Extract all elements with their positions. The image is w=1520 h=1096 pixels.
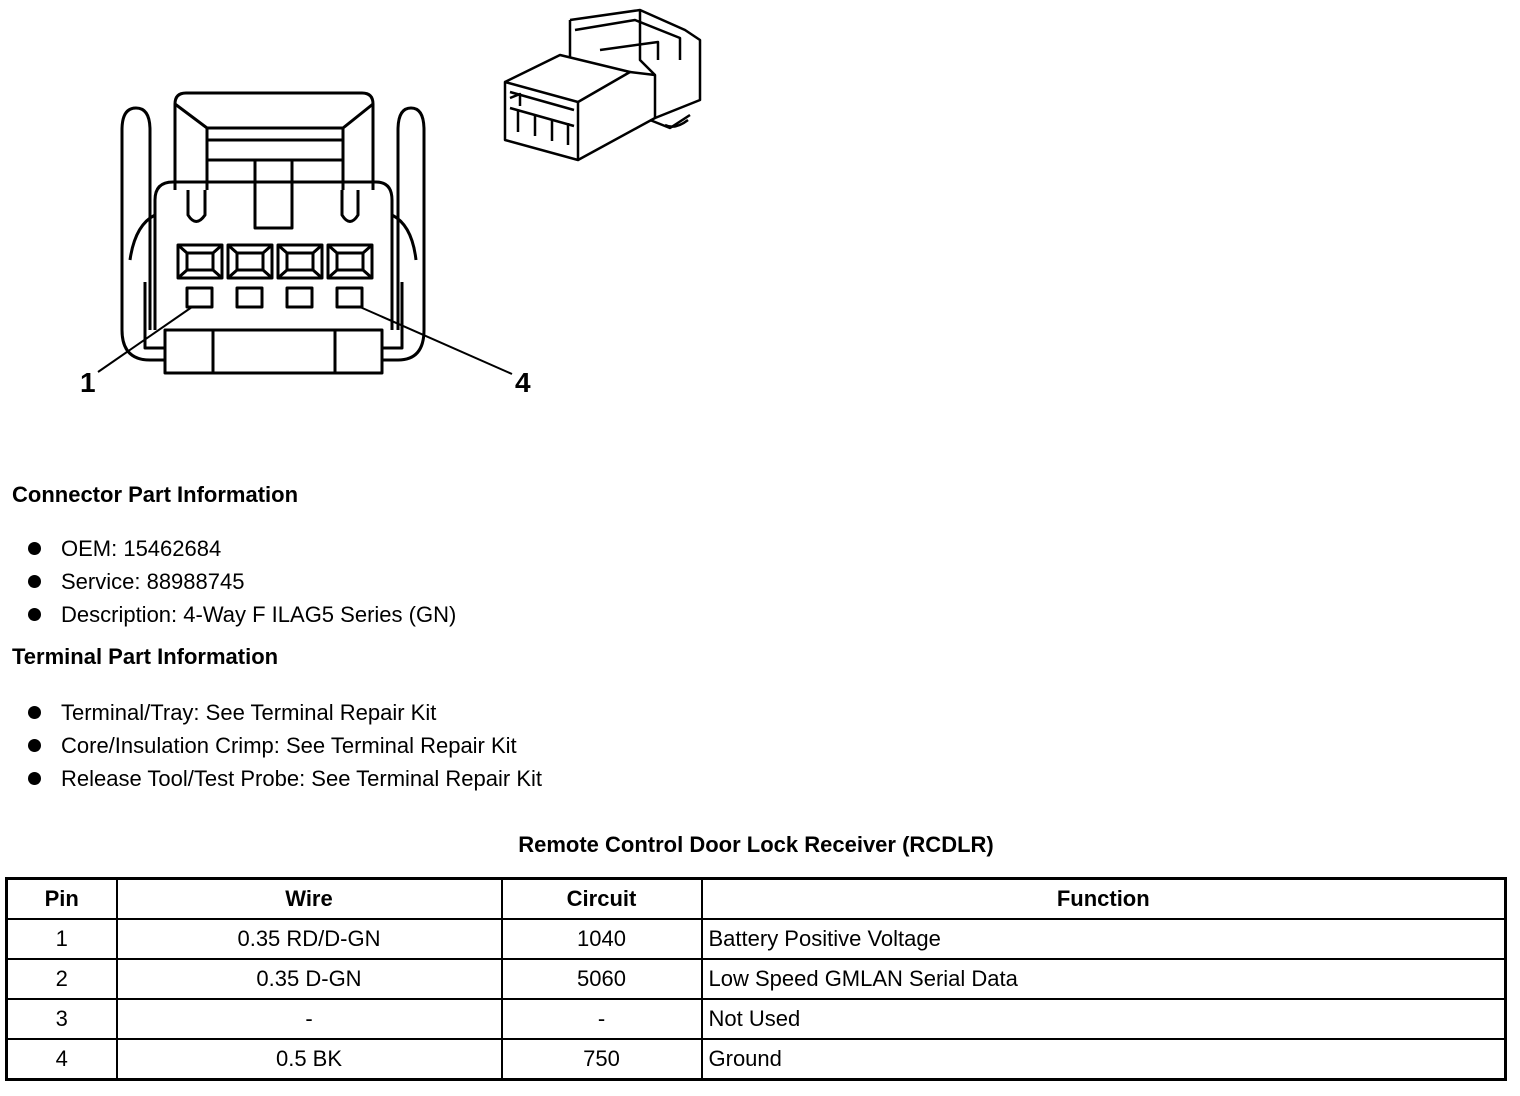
bullet-icon (28, 542, 41, 555)
header-pin: Pin (5, 877, 118, 920)
terminal-windows (185, 286, 364, 309)
bullet-icon (28, 739, 41, 752)
latch-tab (253, 160, 294, 230)
header-circuit: Circuit (500, 877, 703, 920)
cell-circuit: - (500, 998, 703, 1040)
pin-1-label: 1 (80, 367, 96, 398)
pin-4-label: 4 (515, 367, 531, 398)
connector-isometric-diagram (503, 8, 702, 162)
pinout-table: Pin Wire Circuit Function 1 0.35 RD/D-GN… (5, 877, 1507, 1081)
table-row: 2 0.35 D-GN 5060 Low Speed GMLAN Serial … (5, 958, 1507, 1000)
table-header-row: Pin Wire Circuit Function (5, 877, 1507, 920)
list-item: Description: 4-Way F ILAG5 Series (GN) (28, 598, 456, 631)
cell-circuit: 750 (500, 1038, 703, 1081)
bullet-icon (28, 575, 41, 588)
bullet-icon (28, 772, 41, 785)
bullet-icon (28, 608, 41, 621)
cell-wire: - (115, 998, 503, 1040)
terminal-info-heading: Terminal Part Information (12, 644, 279, 669)
cell-wire: 0.35 RD/D-GN (115, 918, 503, 960)
terminal-info-list: Terminal/Tray: See Terminal Repair Kit C… (28, 696, 542, 795)
cell-function: Ground (700, 1038, 1507, 1081)
cell-function: Low Speed GMLAN Serial Data (700, 958, 1507, 1000)
connector-base (163, 328, 384, 375)
cell-wire: 0.35 D-GN (115, 958, 503, 1000)
list-item: Service: 88988745 (28, 565, 456, 598)
connector-info-list: OEM: 15462684 Service: 88988745 Descript… (28, 532, 456, 631)
connector-info-heading: Connector Part Information (12, 482, 299, 507)
connector-body (153, 180, 394, 330)
table-title: Remote Control Door Lock Receiver (RCDLR… (518, 832, 994, 857)
cell-wire: 0.5 BK (115, 1038, 503, 1081)
list-item: Release Tool/Test Probe: See Terminal Re… (28, 762, 542, 795)
cell-pin: 1 (5, 918, 118, 960)
list-item: Core/Insulation Crimp: See Terminal Repa… (28, 729, 542, 762)
header-wire: Wire (115, 877, 503, 920)
right-latch-arm (382, 106, 426, 362)
bullet-icon (28, 706, 41, 719)
terminal-cavities (176, 243, 374, 280)
cell-function: Not Used (700, 998, 1507, 1040)
table-row: 4 0.5 BK 750 Ground (5, 1038, 1507, 1081)
cell-pin: 4 (5, 1038, 118, 1081)
list-item: Terminal/Tray: See Terminal Repair Kit (28, 696, 542, 729)
cell-pin: 2 (5, 958, 118, 1000)
list-item: OEM: 15462684 (28, 532, 456, 565)
left-latch-arm (120, 106, 165, 362)
pin-1-leader (97, 306, 193, 373)
connector-face-diagram: 1 4 (80, 91, 531, 398)
top-hood (173, 91, 375, 190)
pin-4-leader (359, 306, 513, 375)
cell-function: Battery Positive Voltage (700, 918, 1507, 960)
header-function: Function (700, 877, 1507, 920)
cell-pin: 3 (5, 998, 118, 1040)
cell-circuit: 1040 (500, 918, 703, 960)
table-row: 3 - - Not Used (5, 998, 1507, 1040)
cell-circuit: 5060 (500, 958, 703, 1000)
table-row: 1 0.35 RD/D-GN 1040 Battery Positive Vol… (5, 918, 1507, 960)
